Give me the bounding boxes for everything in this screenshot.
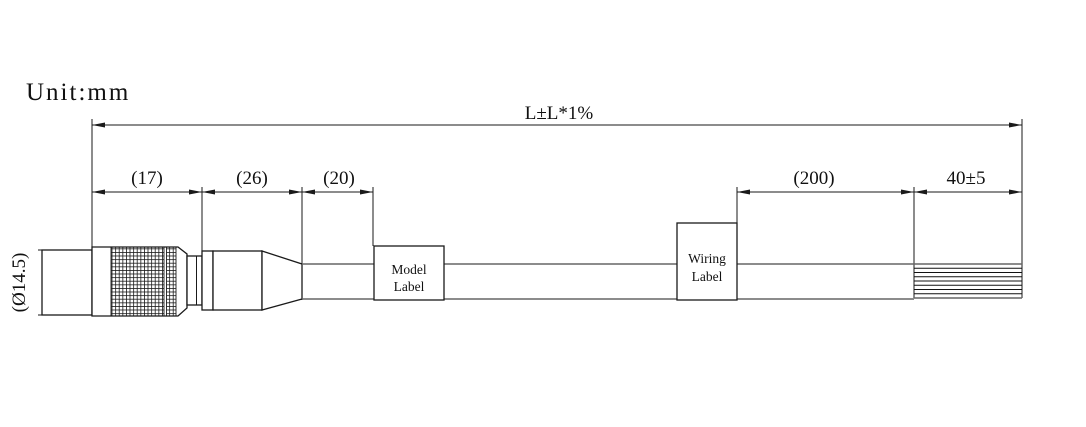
label-boxes (373, 222, 738, 301)
dim-26-label: (26) (236, 168, 268, 189)
dim-17-label: (17) (131, 168, 163, 189)
connector-plug (41, 246, 303, 317)
dim-20-label: (20) (323, 168, 355, 189)
dim-200-label: (200) (793, 168, 834, 189)
wiring-label-line2: Label (692, 269, 723, 284)
connector-boot-ring (201, 250, 214, 311)
wiring-label-line1: Wiring (688, 251, 726, 266)
dimension-linework (38, 119, 1023, 316)
diameter-dim-label: (Ø14.5) (9, 253, 30, 313)
knurl-hatch-ring (166, 246, 177, 317)
model-label-line1: Model (391, 262, 426, 277)
connector-boot-barrel (212, 250, 263, 311)
wiring-label-box (676, 222, 738, 301)
model-label-line2: Label (394, 279, 425, 294)
dim-40-label: 40±5 (947, 168, 986, 189)
connector-boot-taper (261, 250, 303, 311)
connector-neck (186, 255, 203, 306)
model-label-box (373, 245, 445, 301)
wire-strands (914, 263, 1022, 299)
drawing-text: Unit:mm L±L*1% (17) (26) (20) (200) 40±5… (9, 79, 985, 312)
extension-lines (38, 119, 1023, 316)
knurl-hatch-wide (110, 246, 165, 317)
overall-length-dim-label: L±L*1% (525, 103, 594, 124)
unit-label: Unit:mm (26, 79, 130, 106)
connector-front-barrel (41, 249, 93, 316)
